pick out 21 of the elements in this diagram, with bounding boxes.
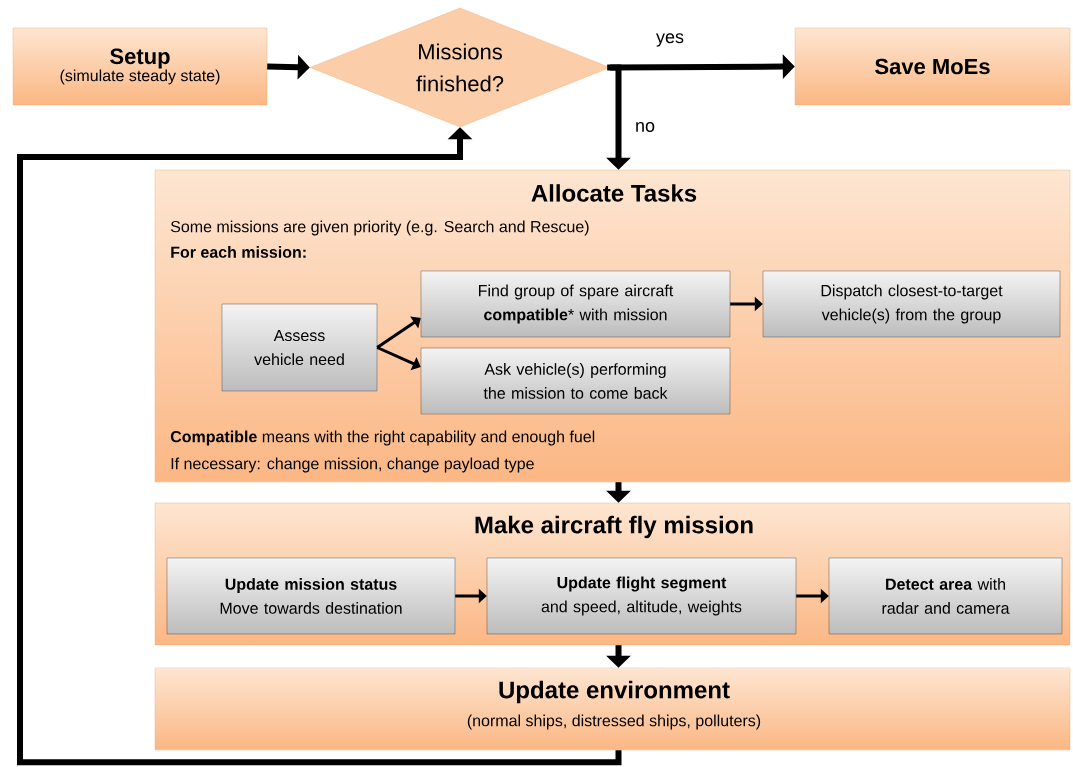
edge-label: yes xyxy=(655,32,685,48)
note-text: Some missions are given priority (e.g. Search and Rescue) xyxy=(170,220,589,236)
step-box: Ask vehicle(s) performing the mission to come back xyxy=(420,347,731,415)
band-title: Allocate Tasks xyxy=(531,184,697,202)
step-box: Dispatch closest-to-target vehicle(s) from the group xyxy=(762,270,1061,338)
process-box: Setup (simulate steady state) xyxy=(12,27,268,106)
step-box: Detect area with radar and camera xyxy=(828,557,1063,635)
band-title: Make aircraft fly mission xyxy=(475,515,753,539)
step-box: Assess vehicle need xyxy=(221,303,378,392)
arrow xyxy=(17,127,622,766)
band-title: Update environment xyxy=(499,680,730,704)
process-box: Save MoEs xyxy=(794,27,1071,106)
edge-label: no xyxy=(634,121,656,133)
step-box: Update mission status Move towards destination xyxy=(166,557,456,635)
note-text: Compatible means with the right capability and enough fuel xyxy=(170,430,595,446)
note-text: (normal ships, distressed ships, polluters) xyxy=(467,714,761,730)
note-text: For each mission: xyxy=(171,246,306,258)
step-box: Find group of spare aircraft compatible* with mission xyxy=(420,270,731,338)
note-text: If necessary: change mission, change payload type xyxy=(171,457,534,473)
arrow xyxy=(376,316,421,349)
step-box: Update flight segment and speed, altitude, weights xyxy=(486,557,797,635)
